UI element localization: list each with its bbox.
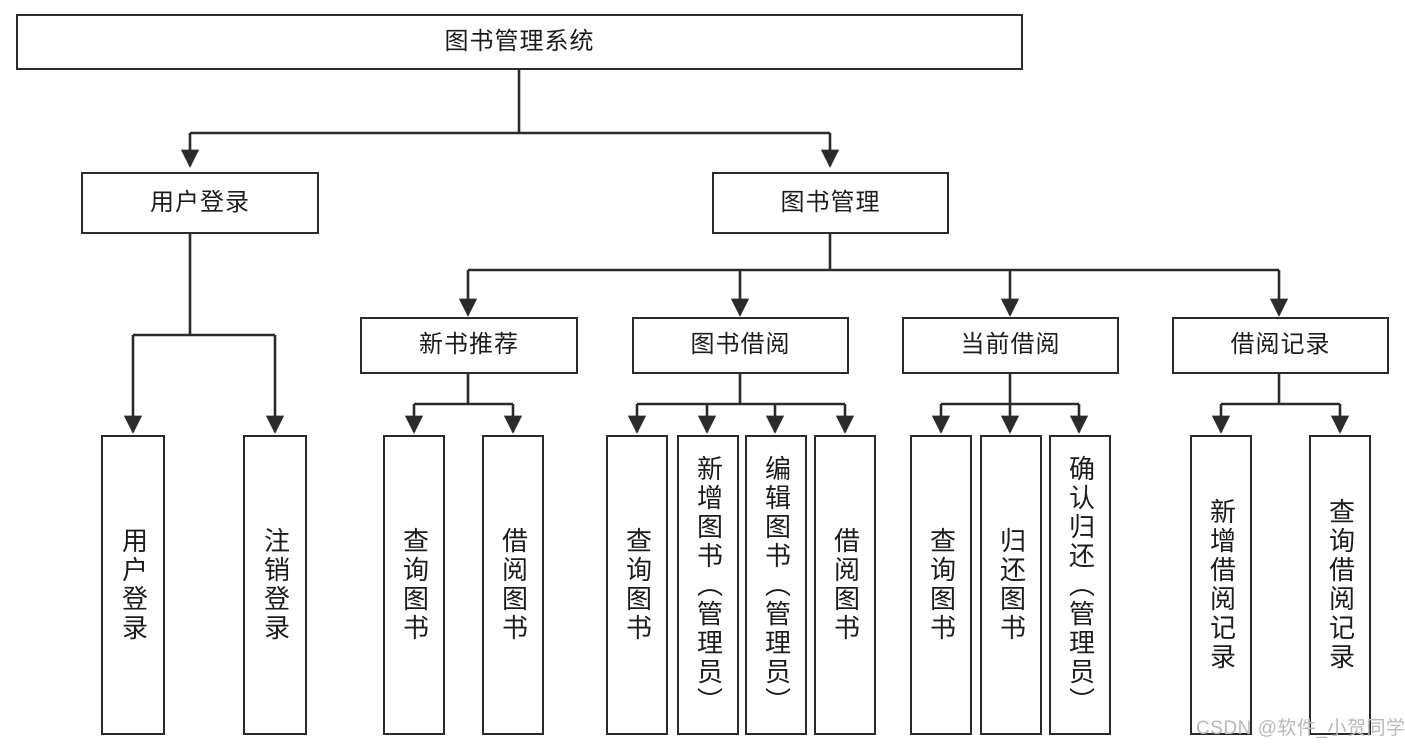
node-book-borrow[interactable]: 图书借阅 — [632, 317, 849, 374]
leaf-edit-book-admin[interactable]: 编辑图书（管理员） — [745, 435, 807, 735]
leaf-user-login[interactable]: 用户登录 — [101, 435, 165, 735]
leaf-add-borrow-record[interactable]: 新增借阅记录 — [1190, 435, 1252, 735]
leaf-borrow-book-1-label: 借阅图书 — [498, 527, 529, 643]
node-current-borrow[interactable]: 当前借阅 — [902, 317, 1119, 374]
leaf-borrow-book-2-label: 借阅图书 — [830, 527, 861, 643]
leaf-query-book-3[interactable]: 查询图书 — [910, 435, 972, 735]
node-new-book-recommend-label: 新书推荐 — [419, 331, 519, 359]
node-borrow-record[interactable]: 借阅记录 — [1172, 317, 1389, 374]
leaf-borrow-book-2[interactable]: 借阅图书 — [814, 435, 876, 735]
leaf-borrow-book-1[interactable]: 借阅图书 — [482, 435, 544, 735]
leaf-edit-book-admin-label: 编辑图书（管理员） — [761, 454, 792, 716]
node-user-login-label: 用户登录 — [150, 188, 250, 216]
leaf-add-book-admin-label: 新增图书（管理员） — [693, 454, 724, 716]
leaf-logout-label: 注销登录 — [260, 527, 291, 643]
csdn-watermark: CSDN @软件_小贺同学 — [1196, 718, 1405, 739]
node-book-management[interactable]: 图书管理 — [712, 172, 949, 234]
leaf-add-book-admin[interactable]: 新增图书（管理员） — [677, 435, 739, 735]
node-book-borrow-label: 图书借阅 — [690, 331, 791, 359]
node-user-login[interactable]: 用户登录 — [81, 172, 319, 234]
leaf-query-book-2-label: 查询图书 — [622, 527, 653, 643]
leaf-return-book[interactable]: 归还图书 — [980, 435, 1042, 735]
leaf-confirm-return-admin-label: 确认归还（管理员） — [1065, 454, 1096, 716]
leaf-query-borrow-record[interactable]: 查询借阅记录 — [1309, 435, 1371, 735]
leaf-add-borrow-record-label: 新增借阅记录 — [1206, 498, 1237, 672]
node-book-management-label: 图书管理 — [780, 188, 881, 216]
leaf-query-borrow-record-label: 查询借阅记录 — [1325, 498, 1356, 672]
node-root-system[interactable]: 图书管理系统 — [16, 14, 1023, 70]
leaf-return-book-label: 归还图书 — [996, 527, 1027, 643]
node-borrow-record-label: 借阅记录 — [1230, 331, 1331, 359]
leaf-query-book-2[interactable]: 查询图书 — [606, 435, 668, 735]
leaf-logout[interactable]: 注销登录 — [243, 435, 307, 735]
node-root-system-label: 图书管理系统 — [444, 27, 595, 55]
leaf-user-login-label: 用户登录 — [118, 527, 149, 643]
leaf-query-book-1-label: 查询图书 — [399, 527, 430, 643]
leaf-confirm-return-admin[interactable]: 确认归还（管理员） — [1049, 435, 1111, 735]
leaf-query-book-3-label: 查询图书 — [926, 527, 957, 643]
leaf-query-book-1[interactable]: 查询图书 — [383, 435, 445, 735]
node-current-borrow-label: 当前借阅 — [960, 331, 1061, 359]
node-new-book-recommend[interactable]: 新书推荐 — [360, 317, 578, 374]
